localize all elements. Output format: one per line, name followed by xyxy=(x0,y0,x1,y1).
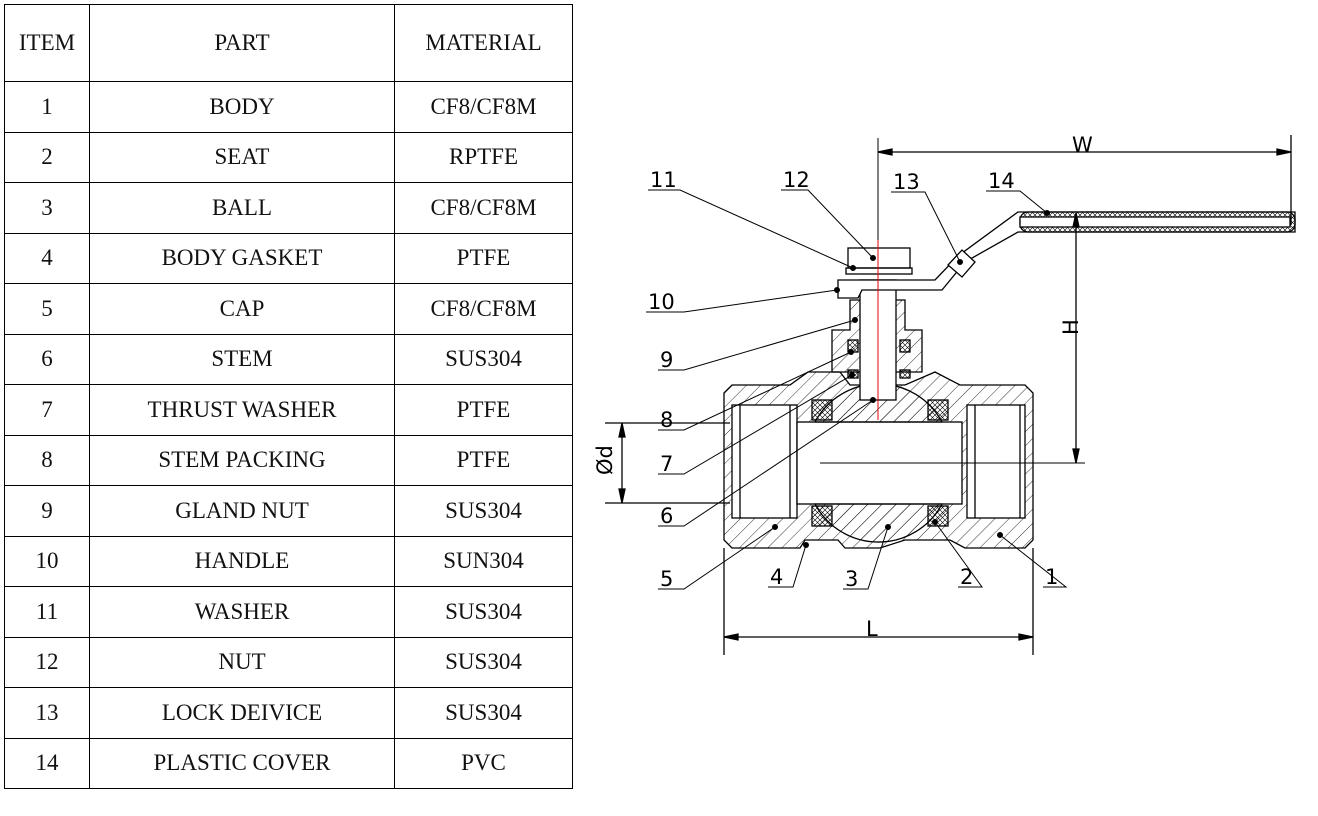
handle xyxy=(837,211,1296,299)
washer xyxy=(845,267,913,275)
header-material: MATERIAL xyxy=(394,4,573,82)
cell-material: PVC xyxy=(394,737,573,789)
callout-label: 11 xyxy=(650,168,677,192)
dim-w-label: W xyxy=(1072,133,1093,157)
callout-12: 12 xyxy=(781,168,876,261)
dimension-w xyxy=(877,135,1292,225)
cell-item: 4 xyxy=(4,232,90,284)
cell-item: 8 xyxy=(4,434,90,486)
callout-11: 11 xyxy=(648,168,856,271)
cell-material: CF8/CF8M xyxy=(394,81,573,133)
dim-l-label: L xyxy=(866,617,878,641)
cell-part: BODY GASKET xyxy=(89,232,395,284)
cell-part: CAP xyxy=(89,283,395,335)
stem-assembly xyxy=(831,247,923,401)
callout-label: 13 xyxy=(893,170,920,194)
cell-material: PTFE xyxy=(394,384,573,436)
dimension-h xyxy=(1072,212,1080,464)
cell-material: SUS304 xyxy=(394,636,573,688)
callout-label: 3 xyxy=(845,567,858,591)
callout-4: 4 xyxy=(768,542,809,589)
callout-label: 14 xyxy=(988,169,1015,193)
callout-label: 8 xyxy=(660,408,673,432)
callout-label: 1 xyxy=(1045,565,1058,589)
cell-item: 13 xyxy=(4,687,90,739)
cell-part: STEM xyxy=(89,333,395,385)
callout-5: 5 xyxy=(658,524,778,591)
callout-label: 4 xyxy=(770,565,783,589)
header-item: ITEM xyxy=(4,4,90,82)
cell-part: BODY xyxy=(89,81,395,133)
cell-item: 14 xyxy=(4,737,90,789)
cell-part: STEM PACKING xyxy=(89,434,395,486)
callout-label: 10 xyxy=(648,290,675,314)
cell-material: RPTFE xyxy=(394,131,573,183)
callout-label: 7 xyxy=(660,452,673,476)
callout-7: 7 xyxy=(658,372,855,476)
callout-10: 10 xyxy=(646,287,840,314)
cell-material: CF8/CF8M xyxy=(394,182,573,234)
cell-material: SUS304 xyxy=(394,485,573,537)
seats xyxy=(811,399,949,527)
table-header-row: ITEM PART MATERIAL xyxy=(4,4,573,82)
cell-part: NUT xyxy=(89,636,395,688)
cell-item: 2 xyxy=(4,131,90,183)
cell-material: PTFE xyxy=(394,232,573,284)
cell-item: 12 xyxy=(4,636,90,688)
callout-13: 13 xyxy=(891,170,963,265)
callout-label: 5 xyxy=(660,567,673,591)
dimension-d xyxy=(605,422,730,504)
cell-part: LOCK DEIVICE xyxy=(89,687,395,739)
cell-material: SUN304 xyxy=(394,535,573,587)
header-part: PART xyxy=(89,4,395,82)
cell-material: PTFE xyxy=(394,434,573,486)
callout-9: 9 xyxy=(658,317,858,372)
callout-6: 6 xyxy=(658,397,876,528)
dim-d-label: Ød xyxy=(593,445,617,475)
cell-material: SUS304 xyxy=(394,586,573,638)
cell-part: PLASTIC COVER xyxy=(89,737,395,789)
callout-label: 12 xyxy=(783,168,810,192)
cell-part: BALL xyxy=(89,182,395,234)
callout-1: 1 xyxy=(997,532,1068,589)
dimension-l xyxy=(723,548,1034,655)
cell-item: 11 xyxy=(4,586,90,638)
cell-item: 5 xyxy=(4,283,90,335)
callout-8: 8 xyxy=(658,349,854,432)
cell-material: CF8/CF8M xyxy=(394,283,573,335)
cell-part: HANDLE xyxy=(89,535,395,587)
nut xyxy=(847,247,911,269)
callout-label: 2 xyxy=(960,565,973,589)
callout-2: 2 xyxy=(932,519,983,589)
callout-label: 9 xyxy=(660,348,673,372)
callout-14: 14 xyxy=(986,169,1050,216)
callout-3: 3 xyxy=(843,524,891,591)
dim-h-label: H xyxy=(1059,319,1083,335)
callout-label: 6 xyxy=(660,504,673,528)
